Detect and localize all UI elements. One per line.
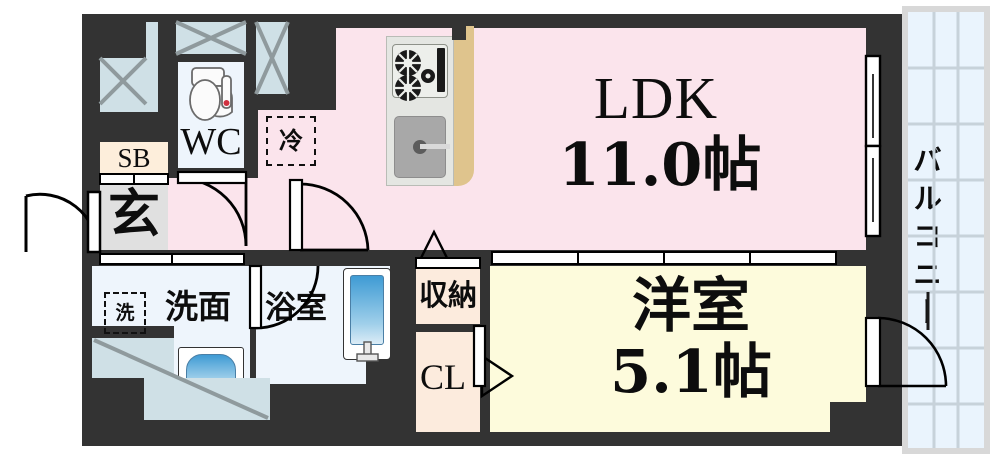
washer-label: 洗 (115, 301, 135, 324)
balcony-label: バルコニー (908, 145, 943, 335)
ldk-area-label: 11.0帖 (558, 129, 762, 199)
fridge-alcove (258, 110, 344, 182)
sb-label: SB (117, 142, 151, 173)
fridge-label: 冷 (279, 127, 303, 155)
room-washroom-lower (92, 266, 182, 326)
pipe-shaft-top-center (176, 22, 246, 54)
meter-box-lower-b (144, 378, 270, 420)
entrance-label: 玄 (107, 184, 160, 245)
ldk-name-label: LDK (593, 64, 719, 131)
washroom-label: 洗面 (165, 286, 231, 326)
kitchen-wall-nub (452, 22, 466, 40)
pipe-shaft-left-arm-h (100, 100, 158, 112)
kitchen-counter-edge (452, 26, 474, 186)
bath-label: 浴室 (265, 289, 327, 326)
fridge-marker: 冷 (266, 116, 316, 166)
bathtub-inner (350, 275, 384, 345)
bedroom-name-label: 洋室 (631, 270, 750, 340)
pipe-shaft-upper-left (100, 58, 146, 104)
storage-label: 収納 (418, 277, 477, 312)
stove-base (392, 44, 448, 98)
sink-basin (394, 116, 446, 178)
room-ldk-hall (166, 178, 416, 250)
wc-label: WC (180, 121, 242, 163)
shoebox (100, 142, 168, 174)
pipe-shaft-left-arm-v (146, 22, 158, 112)
washer-marker: 洗 (104, 292, 146, 334)
cl-closet (416, 332, 480, 432)
storage-closet (416, 266, 480, 324)
cl-label: CL (419, 357, 466, 397)
bedroom-area-label: 5.1帖 (610, 336, 772, 406)
meter-box-lower-a (92, 338, 174, 378)
room-entrance (100, 180, 168, 250)
pipe-shaft-top-right (256, 22, 288, 94)
room-bedroom-lower (490, 266, 830, 432)
